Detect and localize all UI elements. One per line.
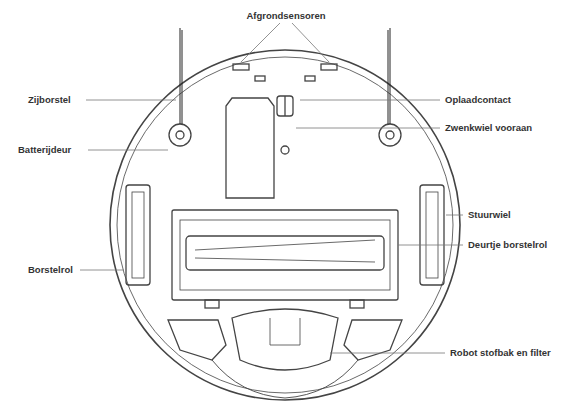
part-label: Borstelrol [28, 264, 73, 276]
part-label: Deurtje borstelrol [468, 239, 547, 251]
part-label: Batterijdeur [18, 144, 71, 156]
part-label: Stuurwiel [468, 209, 511, 221]
part-label: Afgrondsensoren [246, 10, 325, 22]
part-label: Zwenkwiel vooraan [445, 122, 532, 134]
part-label: Oplaadcontact [445, 94, 511, 106]
part-label: Zijborstel [28, 94, 71, 106]
part-label: Robot stofbak en filter [450, 347, 551, 359]
